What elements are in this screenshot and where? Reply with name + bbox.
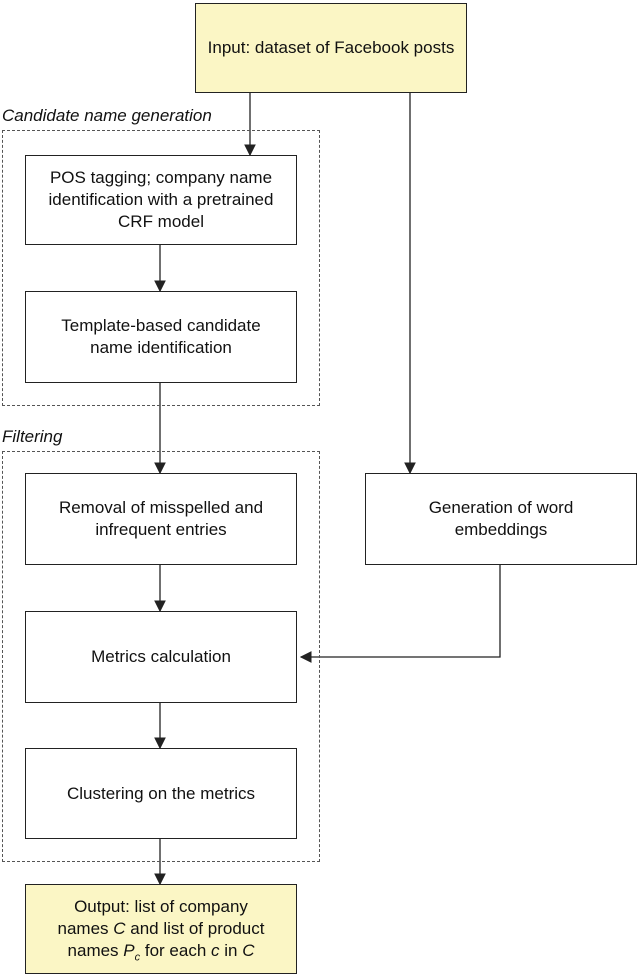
arrow-embeddings-to-metrics — [299, 565, 501, 663]
removal-node: Removal of misspelled and infrequent ent… — [25, 473, 297, 565]
metrics-node: Metrics calculation — [25, 611, 297, 703]
pos-tagging-node: POS tagging; company name identification… — [25, 155, 297, 245]
pos-tagging-node-text: POS tagging; company name identification… — [48, 168, 274, 231]
group-candidate-name-generation — [2, 130, 320, 406]
output-line-3: names Pc for each c in C — [67, 941, 255, 964]
group-filtering — [2, 451, 320, 862]
group-label-candidate: Candidate name generation — [2, 106, 212, 125]
clustering-node-text: Clustering on the metrics — [66, 783, 256, 803]
embeddings-node-text: Generation of word embeddings — [428, 498, 574, 539]
input-node: Input: dataset of Facebook posts — [195, 3, 467, 93]
template-node: Template-based candidate name identifica… — [25, 291, 297, 383]
removal-node-text: Removal of misspelled and infrequent ent… — [58, 498, 264, 539]
output-node: Output: list of company names C and list… — [25, 884, 297, 974]
metrics-node-text: Metrics calculation — [91, 647, 231, 666]
template-node-text: Template-based candidate name identifica… — [61, 316, 261, 357]
group-label-filtering: Filtering — [2, 427, 63, 446]
clustering-node: Clustering on the metrics — [25, 748, 297, 839]
embeddings-node: Generation of word embeddings — [365, 473, 637, 565]
output-line-1: Output: list of company — [74, 897, 248, 916]
output-line-2: names C and list of product — [57, 919, 265, 938]
input-node-text: Input: dataset of Facebook posts — [207, 38, 455, 57]
